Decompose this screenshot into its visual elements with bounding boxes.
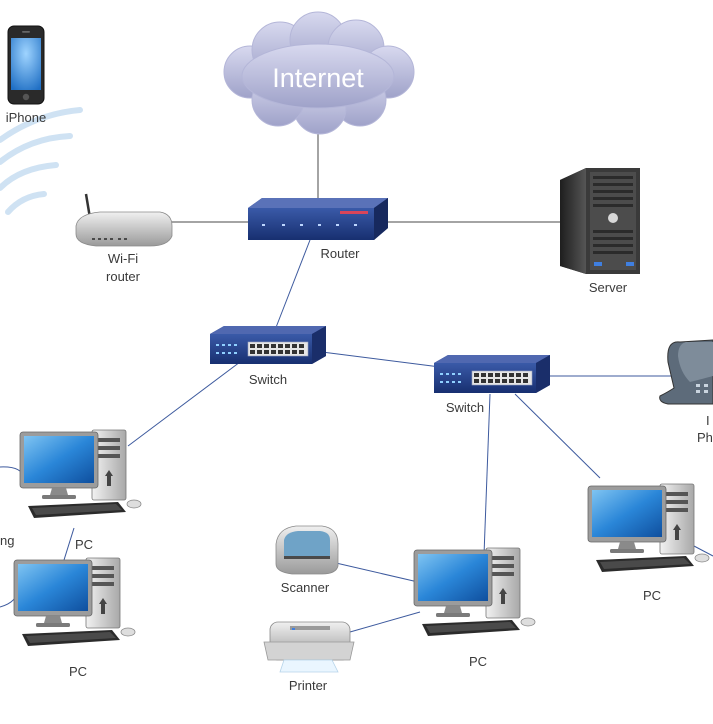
router-label: Router [320, 246, 360, 261]
switch-left-label: Switch [249, 372, 287, 387]
pc-left-top-device: PC [19, 429, 142, 552]
pc-center-device: PC [413, 547, 536, 669]
scanner-device: Scanner [275, 525, 339, 595]
wifi-waves [0, 107, 83, 215]
connections [0, 122, 713, 633]
pc-left-top-label: PC [75, 537, 93, 552]
switch-right-device: Switch [433, 354, 551, 415]
wifi-router-label-line2: router [106, 269, 141, 284]
partial-left-label: ng [0, 533, 14, 548]
ip-phone-label-line2: Ph [697, 430, 713, 445]
pc-right-label: PC [643, 588, 661, 603]
pc-left-bottom-device: PC [13, 557, 136, 679]
scanner-label: Scanner [281, 580, 330, 595]
printer-device: Printer [263, 621, 355, 693]
printer-label: Printer [289, 678, 328, 693]
iphone-device: iPhone [6, 25, 46, 125]
ip-phone-device: I Ph [659, 339, 713, 445]
server-device: Server [560, 168, 640, 295]
internet-cloud: Internet [223, 11, 415, 135]
server-label: Server [589, 280, 628, 295]
switch-left-device: Switch [209, 325, 327, 387]
internet-label: Internet [272, 63, 364, 93]
wifi-router-device: Wi-Fi router [75, 193, 173, 284]
switch-right-label: Switch [446, 400, 484, 415]
pc-center-label: PC [469, 654, 487, 669]
iphone-label: iPhone [6, 110, 46, 125]
router-device: Router [248, 198, 388, 261]
pc-right-device: PC [587, 483, 710, 603]
wifi-router-label-line1: Wi-Fi [108, 251, 138, 266]
pc-left-bottom-label: PC [69, 664, 87, 679]
ip-phone-label-line1: I [706, 413, 710, 428]
